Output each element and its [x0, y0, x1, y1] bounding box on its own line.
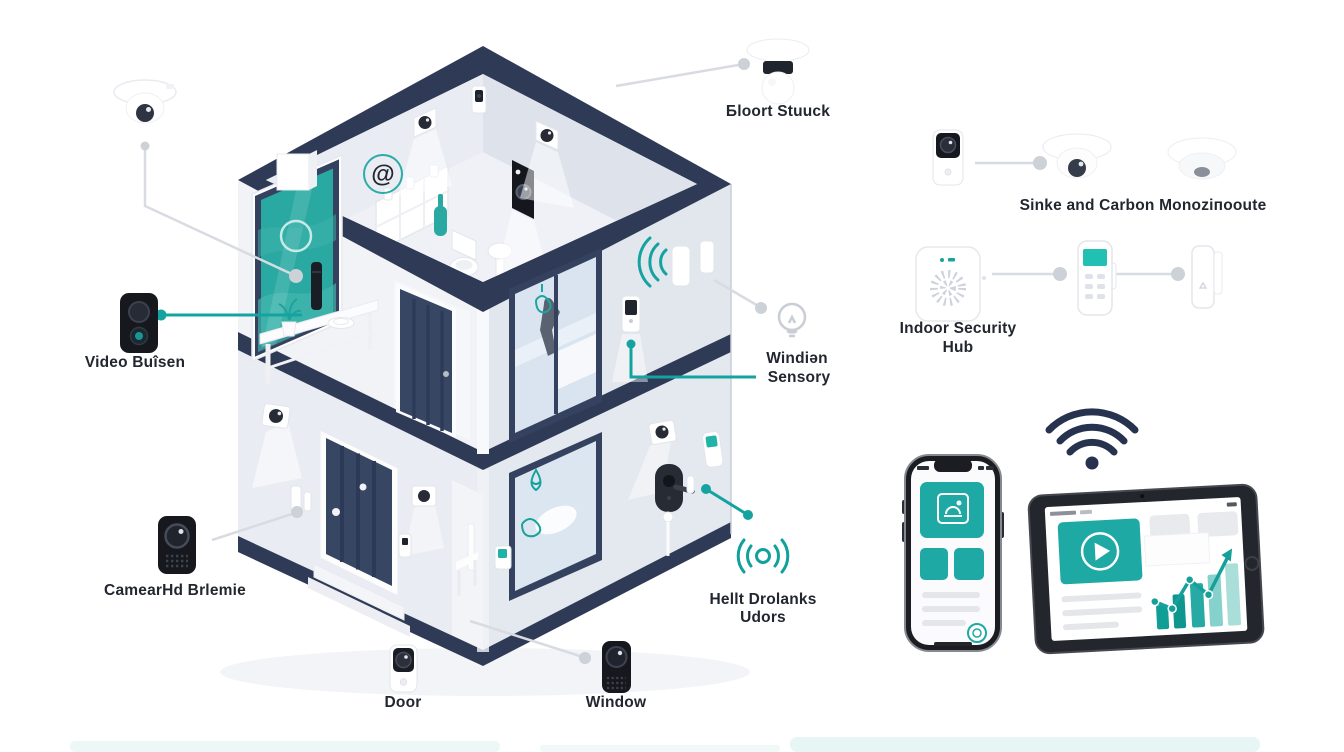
light-cone [398, 129, 452, 196]
security-hub [915, 246, 986, 322]
mini-bar-chart [1143, 532, 1242, 630]
door-handle [332, 508, 340, 516]
smart-lock [655, 464, 695, 556]
plant-scribble [521, 518, 542, 538]
trend-arrow [1221, 548, 1233, 562]
floor-slab-left [238, 332, 483, 470]
label-camera-hd: CamearHd Brlemie [104, 582, 246, 599]
cutaway-room [251, 150, 483, 650]
line-bulb [713, 278, 761, 309]
signal-arcs-icon [637, 236, 668, 288]
light-cone [252, 422, 302, 488]
cutaway-study [452, 480, 483, 650]
label-window-sensor-line1: Windiən [766, 350, 828, 367]
tablet [1027, 483, 1265, 655]
video-doorbell-device [120, 293, 158, 353]
mini-doorbell-interior [471, 85, 487, 114]
exterior-camera-left [252, 403, 302, 488]
home-indicator [934, 642, 972, 646]
bedroom-window [509, 248, 602, 443]
image-icon [937, 493, 969, 524]
connector-dots [140, 58, 1185, 664]
label-window-sensor-line2: Sensory [768, 369, 831, 386]
hanging-plant [535, 284, 552, 314]
plant-pot [281, 321, 297, 337]
bowl [327, 317, 355, 329]
peephole [359, 483, 367, 491]
at-symbol-decal: @ [363, 154, 403, 194]
corner-cut-edge [477, 302, 489, 454]
speaker-grille [930, 270, 966, 306]
camera-hd-device [158, 516, 196, 574]
doorbell-device-right [932, 129, 964, 186]
base-band-left [238, 536, 483, 666]
app-camera-card [920, 482, 984, 538]
app-tile-2 [954, 548, 984, 580]
base-band-right [483, 522, 731, 666]
label-smoke-co: Sinke and Carbon Monoziпooute [1020, 197, 1267, 214]
bathroom-window [509, 432, 602, 601]
ceiling-dome-camera [113, 79, 177, 124]
smoke-detector [1167, 137, 1237, 180]
label-door: Door [385, 694, 422, 711]
interior-floor [266, 74, 697, 282]
window-logo-ring [279, 219, 313, 253]
label-hub-line1: Indoor Security [900, 320, 1017, 337]
at-symbol: @ [371, 161, 394, 188]
line-dome-camera [143, 146, 297, 278]
interior-door [396, 283, 456, 438]
radio-signal-icon [736, 538, 790, 574]
lightbulb-icon [777, 302, 807, 338]
keypad-remote [1077, 240, 1117, 316]
porch-camera [398, 485, 444, 558]
phone-notch [934, 459, 972, 472]
label-video-doorbell: Video Buîsen [85, 354, 185, 371]
interior-camera-left [398, 107, 452, 196]
window-device [602, 641, 631, 693]
label-health-line1: Hellt Drolanks [709, 591, 816, 608]
bottom-accent-wash [70, 737, 1260, 752]
corner-speaker-box [276, 150, 317, 191]
label-bloort: Бloort Stuuck [726, 103, 830, 120]
label-health-line2: Udors [740, 609, 786, 626]
door-step [313, 563, 405, 621]
vanity-table [259, 262, 379, 384]
water-drop-icon [530, 468, 542, 492]
teal-bottle [434, 194, 447, 236]
line-camerahd [211, 511, 296, 542]
window-contact-sensors [637, 236, 715, 288]
app-tile-1 [920, 548, 948, 580]
dome-camera-right [1042, 133, 1112, 179]
interior-camera-right [520, 120, 574, 208]
connector-lines [143, 62, 1176, 659]
app-record-button [967, 623, 987, 643]
front-door [308, 429, 410, 637]
light-cone [404, 500, 444, 556]
light-cone [520, 142, 574, 208]
play-icon [1080, 532, 1120, 571]
bloort-ceiling-device [746, 38, 810, 105]
isometric-house: @ [238, 46, 732, 666]
tablet-home-button [1244, 555, 1260, 571]
smartphone [902, 454, 1004, 652]
teal-connectors [155, 309, 756, 520]
wifi-icon [1045, 408, 1139, 470]
label-window: Window [586, 694, 647, 711]
door-step-2 [308, 577, 410, 637]
roof-rim [238, 46, 731, 312]
smart-speaker-cylinder [311, 262, 322, 310]
tub [535, 505, 577, 535]
leak-sensor [494, 545, 512, 570]
door-device [389, 644, 418, 693]
bed [556, 334, 596, 390]
plant-leaves [278, 298, 302, 321]
floor-slab-right [483, 334, 731, 470]
line-bloort [615, 62, 745, 88]
label-hub-line2: Hub [943, 339, 974, 356]
line-window-device [469, 619, 584, 659]
contact-sensor-right [1191, 245, 1223, 309]
door-sensor-teal [686, 431, 724, 494]
